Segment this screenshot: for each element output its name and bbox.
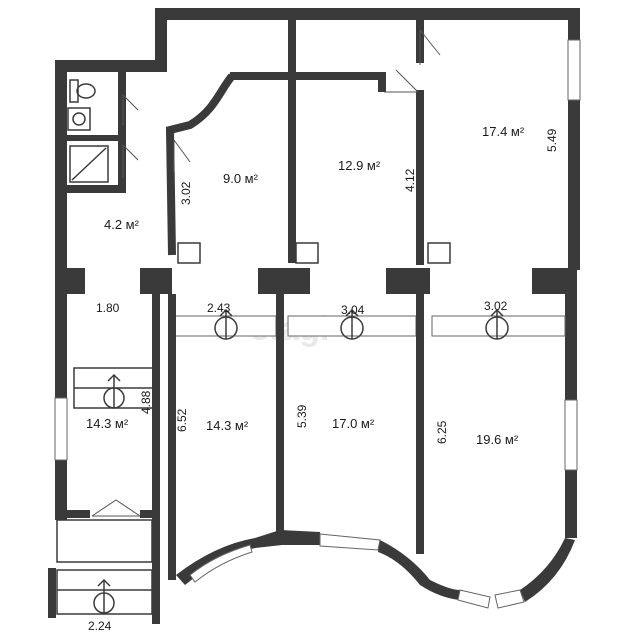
wall-band-4 <box>386 268 430 294</box>
room-area-room19: 19.6 м² <box>476 432 519 447</box>
wall-corridor-top <box>230 72 385 80</box>
door-shower <box>122 144 139 178</box>
toilet-icon <box>69 79 96 103</box>
wall-band-5 <box>532 268 577 294</box>
window-right-lower <box>564 399 578 471</box>
wall-lower-4 <box>416 294 424 554</box>
wall-inner-2b <box>416 90 424 265</box>
window-left <box>54 397 68 461</box>
dim-652: 6.52 <box>175 408 189 432</box>
sink-icon <box>67 107 91 131</box>
balcony-bottom-left <box>56 519 153 563</box>
wall-corridor-bottom-b <box>140 510 160 518</box>
sink-icon-room17-4 <box>427 242 451 264</box>
door-room9 <box>173 139 191 172</box>
dim-539: 5.39 <box>295 404 309 428</box>
room-area-room14: 14.3 м² <box>206 418 249 433</box>
door-toilet <box>122 94 139 125</box>
room-area-room17-4: 17.4 м² <box>482 124 525 139</box>
wall-inner-1 <box>288 8 296 263</box>
dim-224: 2.24 <box>88 619 112 633</box>
vent-icon-2 <box>340 308 364 340</box>
wall-top <box>155 8 580 20</box>
window-curve-4 <box>494 589 525 609</box>
balcony-stairs-box <box>56 569 153 615</box>
dim-302b: 3.02 <box>484 299 508 313</box>
room-area-corridor: 14.3 м² <box>86 416 129 431</box>
dim-302a: 3.02 <box>179 181 193 205</box>
wall-bath-mid <box>55 135 125 141</box>
wall-lower-2 <box>168 294 176 580</box>
wall-bath-right <box>118 72 126 187</box>
staircase-icon-balcony <box>57 578 152 614</box>
wall-bath-bottom <box>55 185 126 193</box>
door-room12 <box>384 69 419 93</box>
door-corridor <box>91 499 141 517</box>
wall-lower-3 <box>276 294 284 534</box>
vent-icon-1 <box>214 308 238 340</box>
room-area-bath: 4.2 м² <box>104 217 140 232</box>
window-curve-3 <box>457 589 491 609</box>
dim-488: 4.88 <box>139 390 153 414</box>
vent-icon-3 <box>485 308 509 340</box>
wall-corridor-stub <box>378 72 386 92</box>
wall-curve-4 <box>520 538 575 602</box>
shower-icon <box>69 145 109 183</box>
dim-243: 2.43 <box>207 301 231 315</box>
wall-band-1 <box>55 268 85 294</box>
room-area-room12: 12.9 м² <box>338 158 381 173</box>
wall-curve-2 <box>255 530 320 548</box>
balcony-rail-1 <box>171 315 277 337</box>
dim-180: 1.80 <box>96 301 120 315</box>
dim-304: 3.04 <box>341 303 365 317</box>
sink-icon-room9 <box>177 242 201 264</box>
dim-412: 4.12 <box>403 168 417 192</box>
wall-step <box>155 8 167 70</box>
wall-room9-curve <box>165 73 236 256</box>
window-curve-2 <box>319 533 381 551</box>
sink-icon-room12 <box>295 242 319 264</box>
balcony-rail-3 <box>431 315 566 337</box>
room-area-room9: 9.0 м² <box>223 171 259 186</box>
staircase-icon <box>73 367 155 409</box>
wall-band-2 <box>140 268 172 294</box>
door-room17-4 <box>419 29 441 65</box>
wall-corridor-bottom-a <box>55 510 90 518</box>
wall-balcony-left <box>48 568 56 618</box>
dim-625: 6.25 <box>435 420 449 444</box>
window-curve-1 <box>189 544 253 583</box>
window-right-upper <box>567 39 581 101</box>
wall-upper-left-top <box>55 60 167 72</box>
wall-band-3 <box>258 268 310 294</box>
room-area-room17: 17.0 м² <box>332 416 375 431</box>
wall-lower-1 <box>152 294 160 624</box>
dim-549: 5.49 <box>545 128 559 152</box>
wall-curve-3 <box>378 540 460 600</box>
